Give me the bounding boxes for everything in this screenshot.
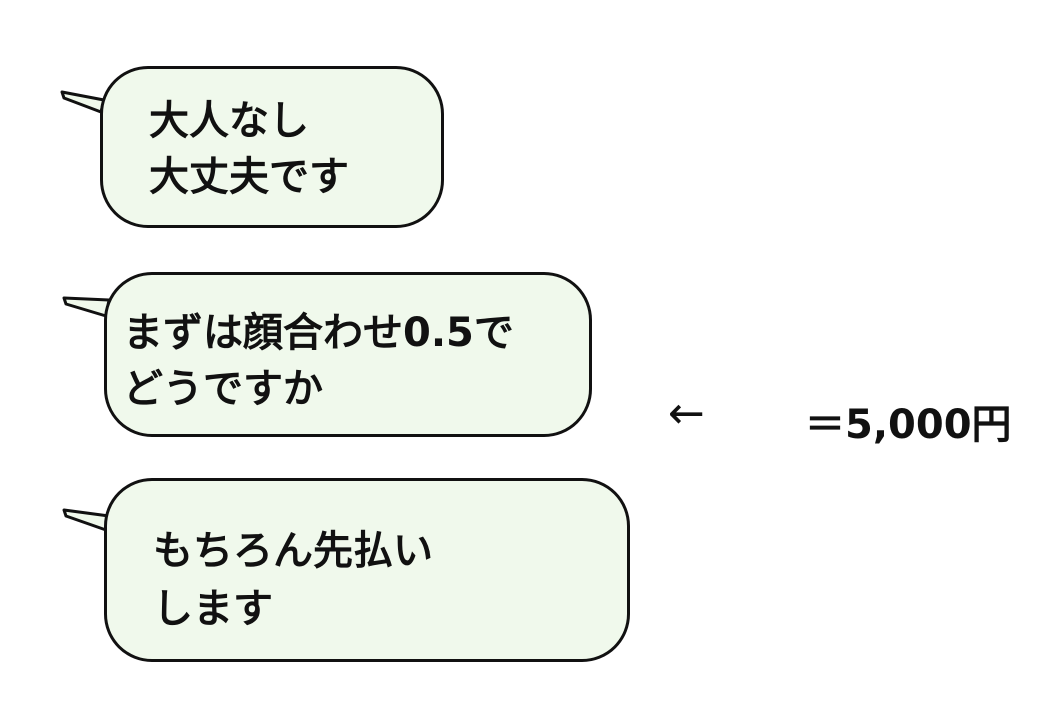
speech-bubble-3: もちろん先払い します [104,478,630,662]
price-annotation: ＝5,000円 [805,402,1012,448]
speech-bubble-1: 大人なし 大丈夫です [100,66,444,228]
bubble-2-line-2: どうですか [123,366,323,412]
bubble-2-line-1: まずは顔合わせ0.5で [123,310,514,356]
bubble-1-line-1: 大人なし [149,98,309,144]
bubble-1-line-2: 大丈夫です [149,154,349,200]
speech-bubble-2: まずは顔合わせ0.5で どうですか [104,272,592,437]
left-arrow-icon: ← [668,388,705,439]
bubble-3-line-2: します [153,586,273,632]
bubble-3-line-1: もちろん先払い [153,528,433,574]
